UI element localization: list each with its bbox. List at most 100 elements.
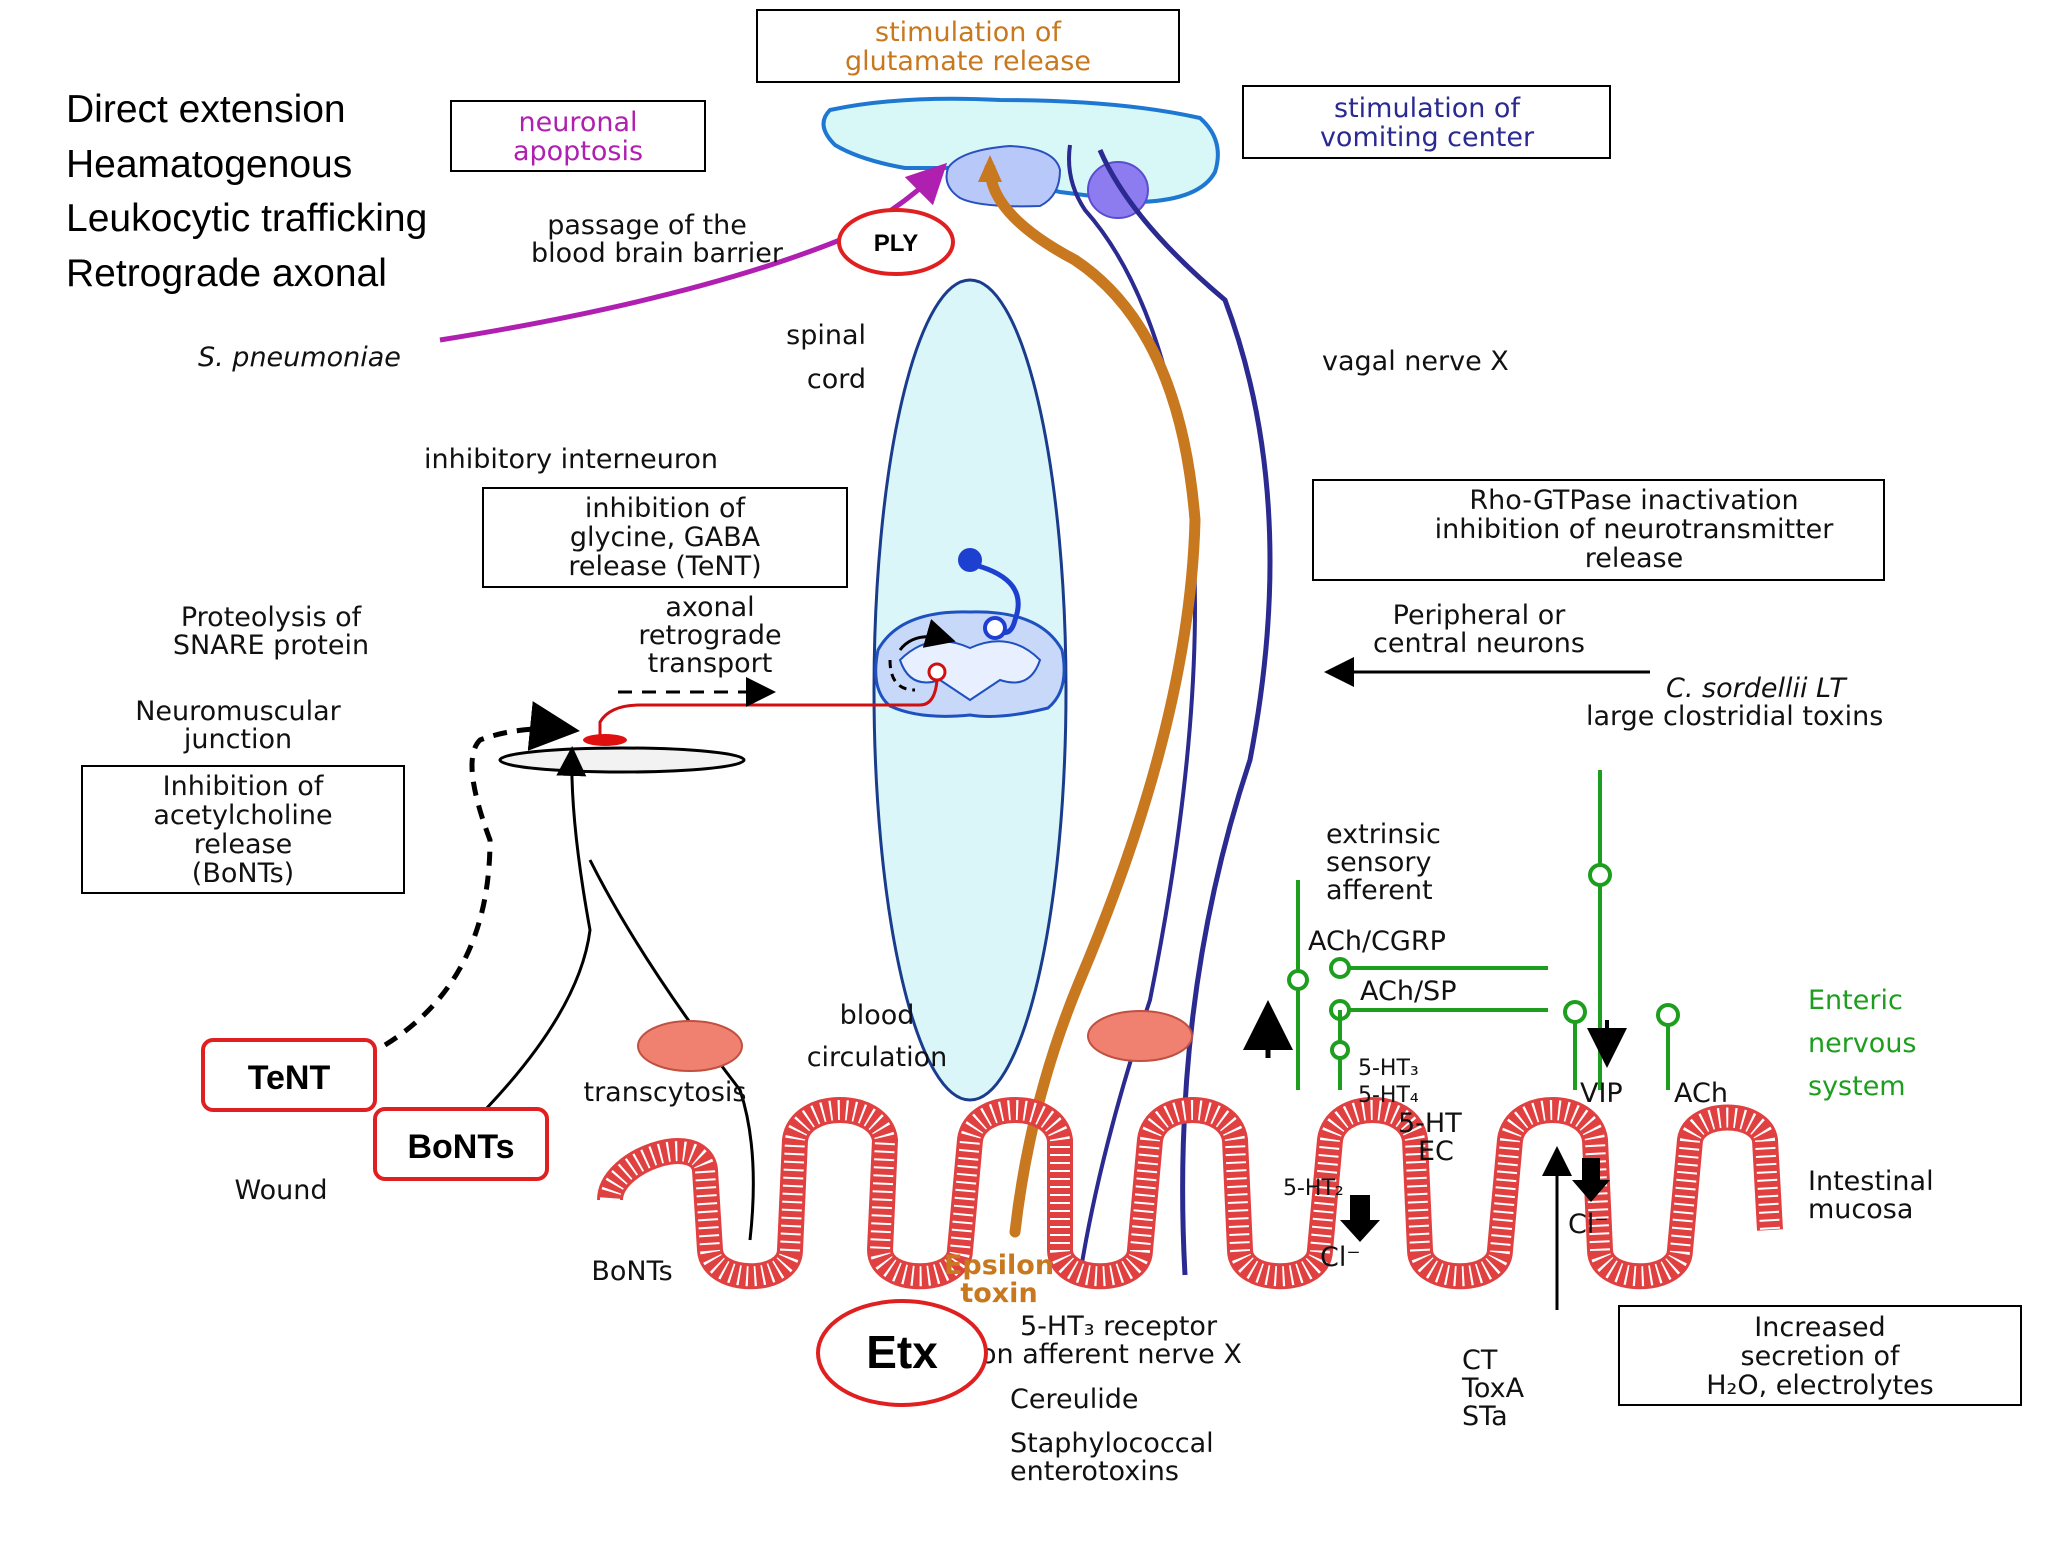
label-extrinsic: sensory (1326, 847, 1431, 878)
route-item: Direct extension (66, 88, 346, 131)
label-circulation: circulation (807, 1042, 948, 1073)
label-ct-list: STa (1462, 1401, 1508, 1432)
svg-text:glycine, GABA: glycine, GABA (570, 522, 761, 553)
label-interneuron: inhibitory interneuron (424, 444, 718, 475)
spinal-cross-section (874, 548, 1066, 718)
label-receptor: 5-HT₃ receptor (1020, 1311, 1218, 1342)
label-5ht2: 5-HT₂ (1283, 1176, 1344, 1201)
axonal-path (598, 679, 939, 740)
blood-cell-left (637, 1020, 743, 1072)
label-peripheral: Peripheral or (1393, 600, 1567, 631)
label-receptor: on afferent nerve X (980, 1339, 1242, 1370)
blood-cell-right (1087, 1010, 1193, 1062)
label-spinal: spinal (786, 320, 866, 351)
label-vagal: vagal nerve X (1322, 346, 1509, 377)
label-ct-list: CT (1462, 1345, 1498, 1376)
svg-text:Inhibition of: Inhibition of (163, 771, 325, 802)
callout-ply: PLY (837, 208, 955, 276)
pneumoniae-path (439, 162, 948, 343)
callout-bonts: BoNTs (373, 1107, 549, 1181)
label-axonal: transport (648, 648, 773, 679)
tent-dashed-path (383, 701, 580, 1048)
box-apoptosis: neuronal apoptosis (450, 100, 706, 172)
box-rho-gtpase: Rho-GTPase inactivation inhibition of ne… (1312, 479, 1885, 581)
nmj-disc (498, 746, 746, 774)
label-nmj: Neuromuscular (135, 696, 341, 727)
box-glutamate: stimulation of glutamate release (756, 9, 1180, 83)
label-wound: Wound (235, 1175, 328, 1206)
label-bbb: blood brain barrier (531, 238, 784, 269)
label-extrinsic: extrinsic (1326, 819, 1441, 850)
label-intestinal: Intestinal (1808, 1166, 1934, 1197)
box-secretion: Increased secretion of H₂O, electrolytes (1618, 1305, 2022, 1406)
bonts-line (483, 746, 592, 1112)
svg-text:Rho-GTPase inactivation: Rho-GTPase inactivation (1469, 485, 1798, 516)
label-5ht3: 5-HT₃ (1358, 1056, 1419, 1081)
label-bonts: BoNTs (591, 1256, 672, 1287)
label-enteric: system (1808, 1071, 1906, 1102)
svg-text:stimulation of: stimulation of (1334, 93, 1521, 124)
label-nmj: junction (183, 724, 292, 755)
svg-text:vomiting center: vomiting center (1320, 122, 1535, 153)
svg-text:H₂O, electrolytes: H₂O, electrolytes (1706, 1370, 1933, 1401)
label-staph: Staphylococcal (1010, 1428, 1214, 1459)
vagal-nerve-inner (1067, 144, 1197, 1276)
route-item: Leukocytic trafficking (66, 197, 427, 240)
svg-text:PLY: PLY (874, 230, 918, 257)
svg-text:inhibition of: inhibition of (585, 493, 747, 524)
callout-tent: TeNT (201, 1038, 377, 1112)
label-bbb: passage of the (547, 210, 747, 241)
label-5ht4: 5-HT₄ (1358, 1083, 1419, 1108)
label-ach-cgrp: ACh/CGRP (1308, 926, 1446, 957)
svg-text:acetylcholine: acetylcholine (153, 800, 332, 831)
label-intestinal: mucosa (1808, 1194, 1913, 1225)
label-ct-list: ToxA (1461, 1373, 1525, 1404)
svg-text:release (TeNT): release (TeNT) (568, 551, 761, 582)
label-snare: SNARE protein (173, 630, 369, 661)
brain (821, 96, 1220, 219)
route-list: Direct extension Heamatogenous Leukocyti… (66, 88, 427, 295)
box-vomiting: stimulation of vomiting center (1242, 85, 1611, 159)
label-5ht: 5-HT (1398, 1108, 1462, 1139)
cl-arrow-right (1572, 1158, 1610, 1202)
callout-etx: Etx (816, 1299, 988, 1407)
label-large-clostridial: large clostridial toxins (1586, 701, 1883, 732)
label-ach-sp: ACh/SP (1360, 976, 1456, 1007)
label-extrinsic: afferent (1326, 875, 1433, 906)
route-item: Heamatogenous (66, 143, 352, 186)
label-snare: Proteolysis of (181, 602, 363, 633)
svg-text:neuronal: neuronal (518, 107, 637, 138)
svg-text:apoptosis: apoptosis (513, 136, 643, 167)
svg-text:release: release (194, 829, 292, 860)
nmj-terminal (583, 734, 627, 746)
svg-text:(BoNTs): (BoNTs) (192, 858, 294, 889)
svg-text:secretion of: secretion of (1741, 1341, 1901, 1372)
orange-arrowhead (978, 155, 1002, 182)
label-cord: cord (807, 364, 866, 395)
label-cereulide: Cereulide (1010, 1384, 1138, 1415)
label-peripheral: central neurons (1373, 628, 1585, 659)
svg-text:glutamate release: glutamate release (845, 46, 1091, 77)
label-blood: blood (840, 1000, 915, 1031)
label-enteric: Enteric (1808, 985, 1903, 1016)
epsilon-toxin-path (984, 162, 1201, 1238)
label-axonal: axonal (665, 592, 754, 623)
label-vip: VIP (1580, 1078, 1623, 1109)
label-sordellii: C. sordellii LT (1666, 673, 1848, 704)
svg-text:release: release (1585, 543, 1683, 574)
label-staph: enterotoxins (1010, 1456, 1179, 1487)
label-toxin: toxin (960, 1278, 1037, 1309)
box-acetylcholine: Inhibition of acetylcholine release (BoN… (81, 765, 405, 894)
label-enteric: nervous (1808, 1028, 1917, 1059)
label-ach: ACh (1674, 1078, 1728, 1109)
label-pneumoniae: S. pneumoniae (198, 342, 401, 373)
svg-text:inhibition of neurotransmitter: inhibition of neurotransmitter (1435, 514, 1835, 545)
svg-text:BoNTs: BoNTs (407, 1128, 514, 1166)
svg-text:Etx: Etx (866, 1326, 938, 1378)
label-axonal: retrograde (638, 620, 781, 651)
route-item: Retrograde axonal (66, 252, 387, 295)
svg-text:Increased: Increased (1754, 1312, 1885, 1343)
cl-arrow-left (1340, 1195, 1380, 1242)
